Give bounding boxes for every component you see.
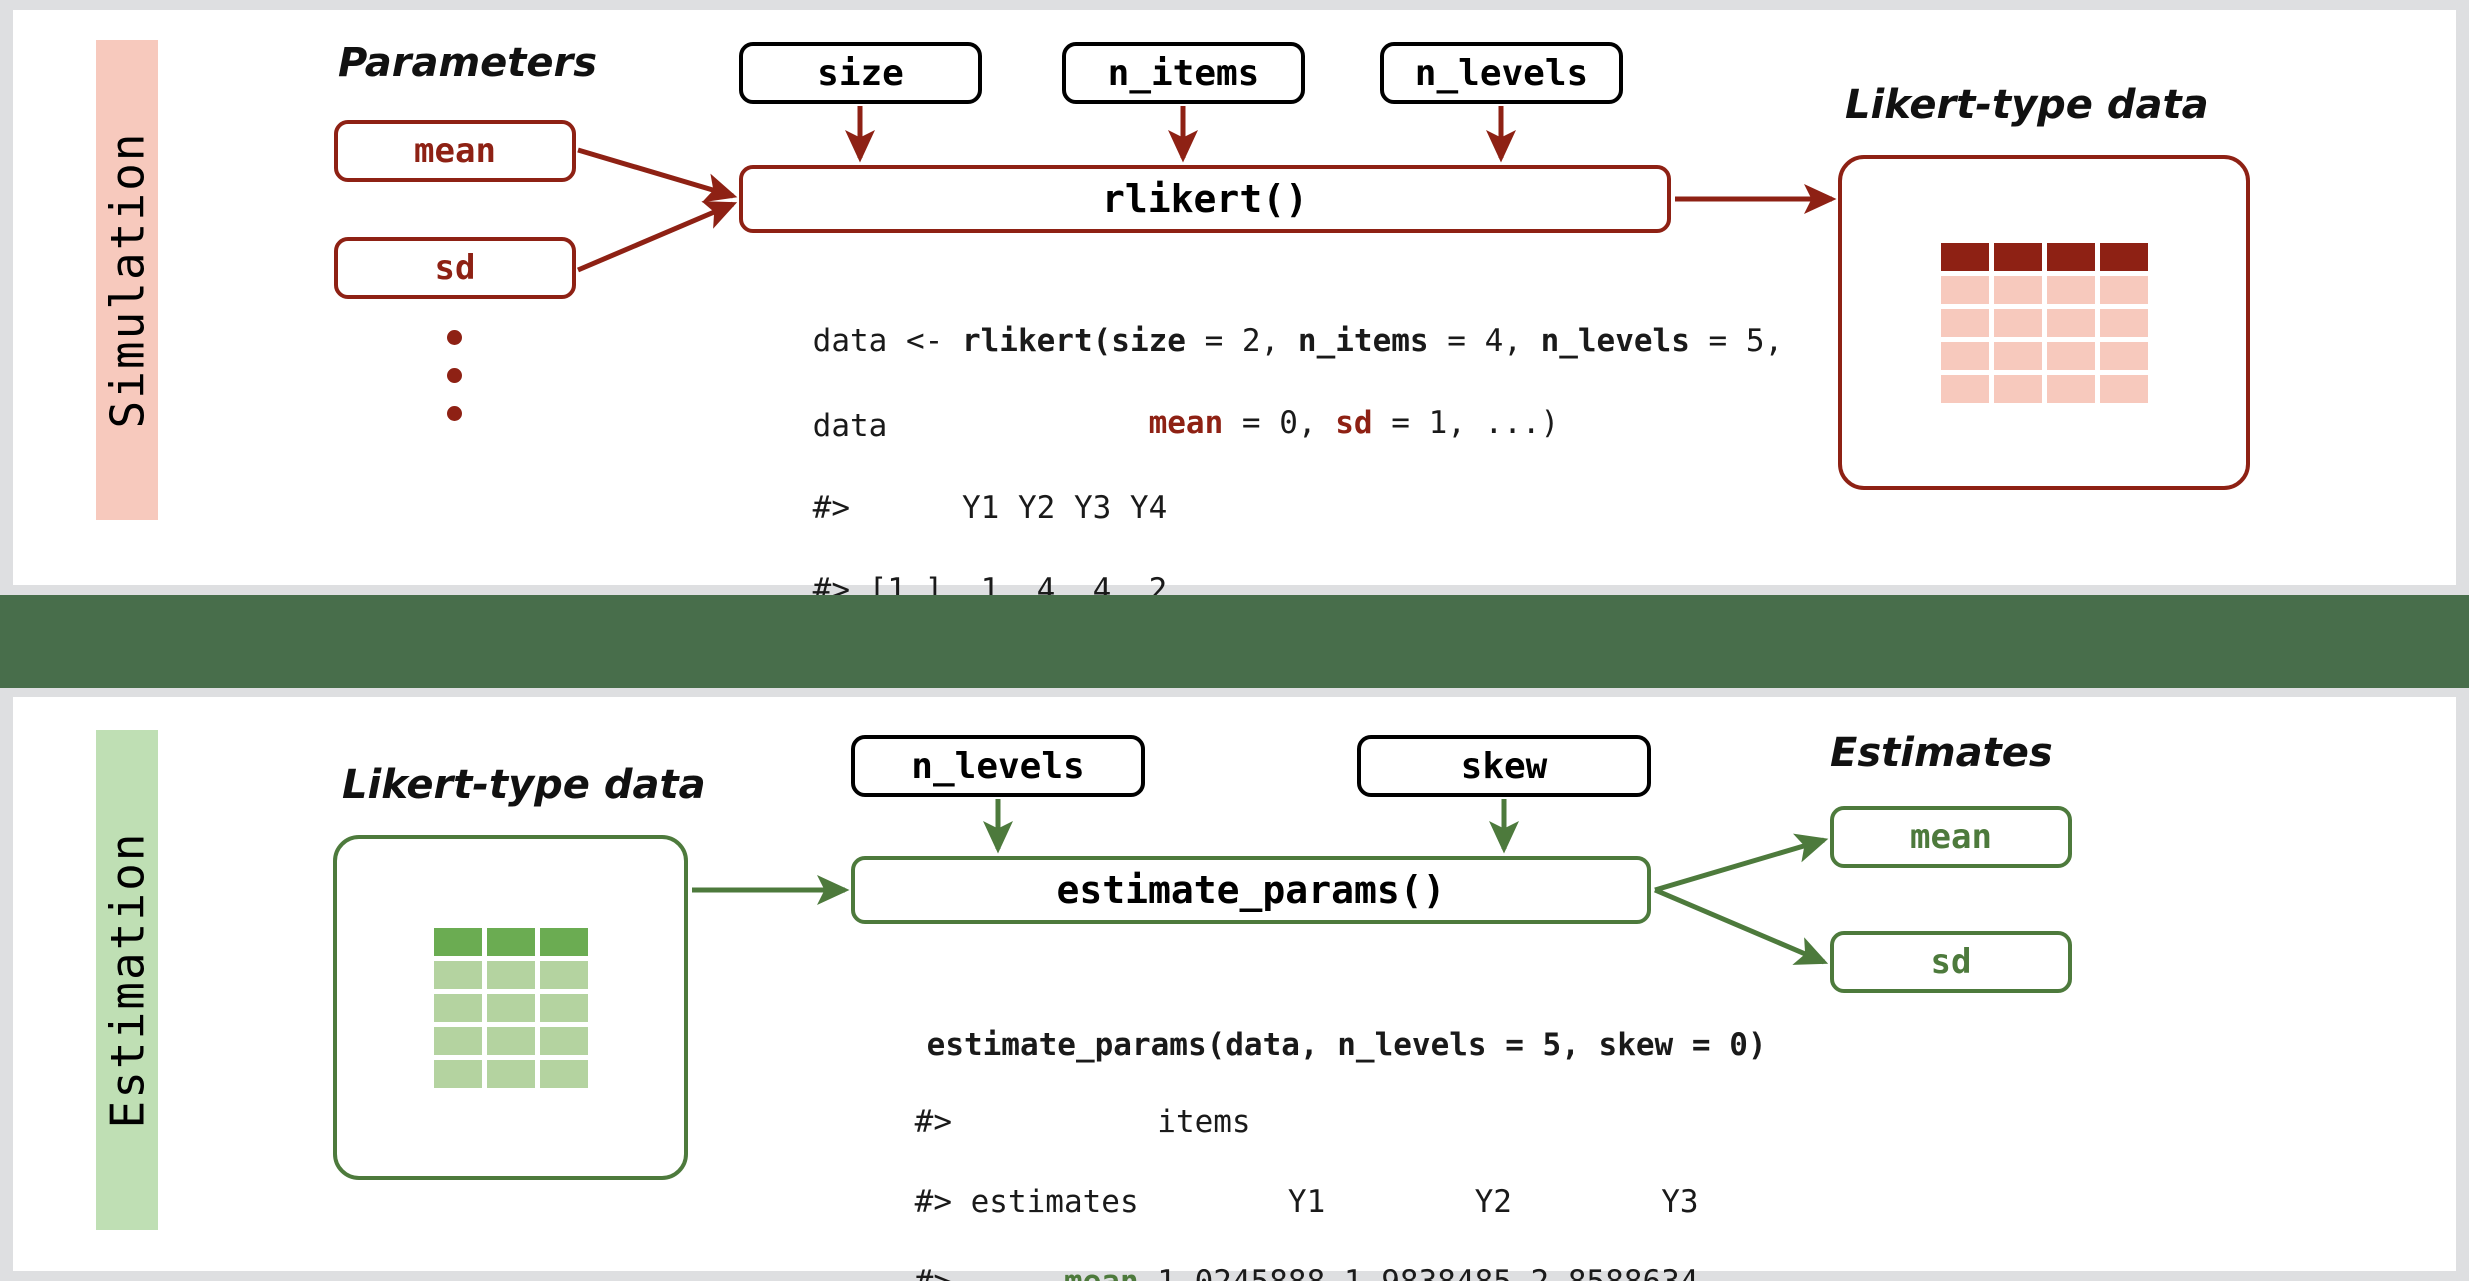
ellipsis-dot	[447, 330, 462, 345]
grid-cell	[433, 960, 482, 989]
parameter-box-mean[interactable]: mean	[334, 120, 576, 182]
code-line-2: mean = 0, sd = 1, ...)	[1148, 405, 1560, 441]
ellipsis-dot	[447, 368, 462, 383]
ellipsis-dot	[447, 406, 462, 421]
likert-data-card-estimation	[333, 835, 688, 1180]
grid-cell	[2046, 308, 2095, 337]
likert-data-grid-estimation	[433, 927, 588, 1088]
section-divider-band	[0, 595, 2469, 688]
simulation-code-call: data <- rlikert(size = 2, n_items = 4, n…	[738, 280, 1784, 485]
grid-cell	[2099, 341, 2148, 370]
estimation-stage-label-text: Estimation	[100, 831, 155, 1129]
argument-box-skew[interactable]: skew	[1357, 735, 1651, 797]
grid-cell	[2099, 275, 2148, 304]
grid-cell	[539, 1059, 588, 1088]
grid-cell	[1940, 242, 1989, 271]
grid-cell	[433, 1059, 482, 1088]
grid-cell	[433, 993, 482, 1022]
grid-cell	[539, 927, 588, 956]
likert-data-card-simulation	[1838, 155, 2250, 490]
likert-data-caption-estimation: Likert-type data	[342, 762, 706, 808]
grid-cell	[1940, 275, 1989, 304]
simulation-stage-label-text: Simulation	[100, 131, 155, 429]
estimation-stage-label: Estimation	[96, 730, 158, 1230]
grid-cell	[539, 960, 588, 989]
code-line-data: data	[812, 408, 888, 444]
grid-cell	[2046, 275, 2095, 304]
grid-cell	[1940, 374, 1989, 403]
estimate-box-mean[interactable]: mean	[1830, 806, 2072, 868]
grid-cell	[1993, 242, 2042, 271]
argument-box-size[interactable]: size	[739, 42, 982, 104]
function-box-rlikert[interactable]: rlikert()	[739, 165, 1671, 233]
code-line-1: data <- rlikert(size = 2, n_items = 4, n…	[812, 323, 1784, 359]
grid-cell	[539, 1026, 588, 1055]
output-line-estimates: #> estimates Y1 Y2 Y3	[914, 1184, 1699, 1220]
grid-cell	[1993, 275, 2042, 304]
grid-cell	[1940, 308, 1989, 337]
argument-box-n-levels[interactable]: n_levels	[1380, 42, 1623, 104]
grid-cell	[486, 1026, 535, 1055]
grid-cell	[2099, 308, 2148, 337]
grid-cell	[2046, 341, 2095, 370]
output-row-mean: #> mean 1.0245888 1.9838485 2.8588634	[915, 1264, 1699, 1281]
parameters-caption: Parameters	[338, 40, 598, 86]
estimation-code-output: #> items #> estimates Y1 Y2 Y3 #> mean 1…	[840, 1062, 1699, 1281]
parameters-ellipsis	[447, 330, 462, 421]
estimation-code-call: estimate_params(data, n_levels = 5, skew…	[852, 984, 1767, 1107]
likert-data-grid-simulation	[1940, 242, 2148, 403]
grid-cell	[486, 960, 535, 989]
grid-cell	[2099, 374, 2148, 403]
estimate-box-sd[interactable]: sd	[1830, 931, 2072, 993]
estimates-caption: Estimates	[1830, 730, 2053, 776]
grid-cell	[1993, 341, 2042, 370]
output-line-items: #> items	[914, 1104, 1251, 1140]
grid-cell	[1940, 341, 1989, 370]
grid-cell	[486, 1059, 535, 1088]
grid-cell	[1993, 308, 2042, 337]
grid-cell	[1993, 374, 2042, 403]
grid-cell	[433, 1026, 482, 1055]
parameter-box-sd[interactable]: sd	[334, 237, 576, 299]
code-line-estimate-call: estimate_params(data, n_levels = 5, skew…	[926, 1027, 1767, 1063]
grid-cell	[539, 993, 588, 1022]
grid-cell	[2046, 374, 2095, 403]
function-box-estimate-params[interactable]: estimate_params()	[851, 856, 1651, 924]
simulation-stage-label: Simulation	[96, 40, 158, 520]
grid-cell	[433, 927, 482, 956]
grid-cell	[486, 993, 535, 1022]
grid-cell	[2046, 242, 2095, 271]
grid-cell	[486, 927, 535, 956]
argument-box-n-items[interactable]: n_items	[1062, 42, 1305, 104]
grid-cell	[2099, 242, 2148, 271]
likert-data-caption-simulation: Likert-type data	[1845, 82, 2209, 128]
output-line-header: #> Y1 Y2 Y3 Y4	[812, 490, 1168, 526]
argument-box-n-levels-estimation[interactable]: n_levels	[851, 735, 1145, 797]
